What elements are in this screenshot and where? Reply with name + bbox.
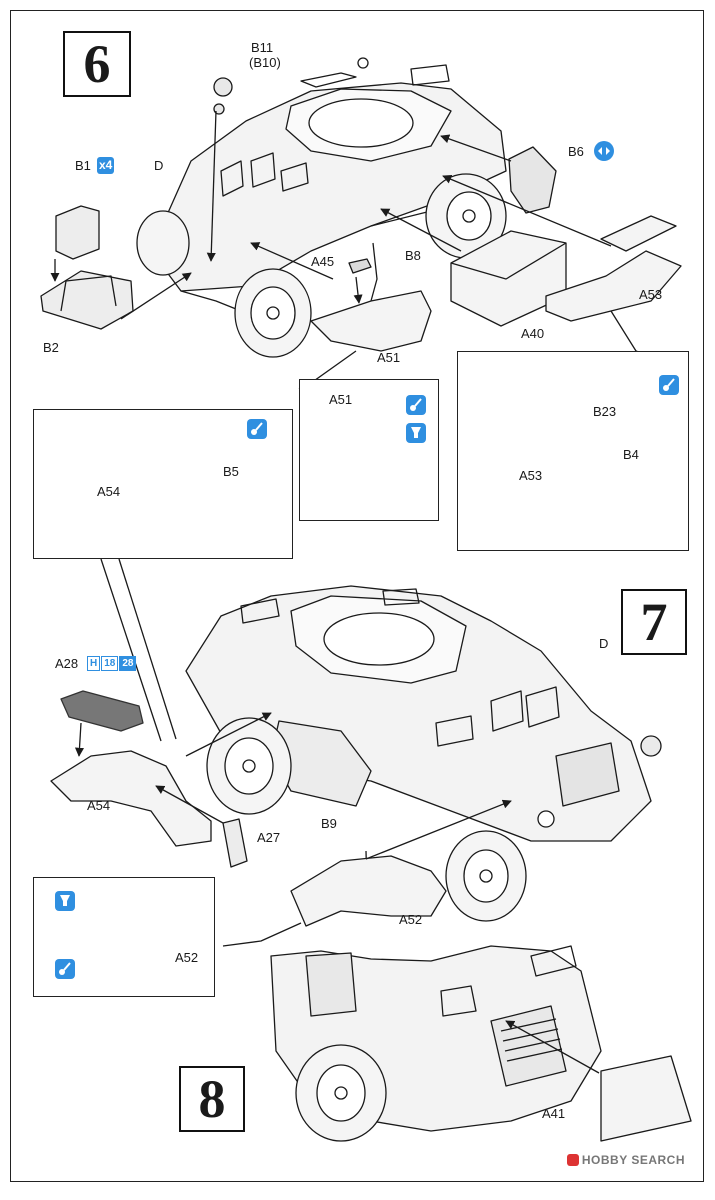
- label-b1: B1: [75, 158, 91, 173]
- label-a41: A41: [542, 1106, 566, 1121]
- label-b6: B6: [568, 144, 584, 159]
- wheels-step7: [206, 717, 527, 922]
- label-b4: B4: [623, 447, 639, 462]
- inset-a53-b23-b4: [457, 351, 689, 551]
- paint-brush-icon: [55, 959, 75, 979]
- quantity-badge-b1: x4: [97, 157, 115, 174]
- part-b6-box: [508, 146, 557, 214]
- paint-brush-icon: [659, 375, 679, 395]
- paint-number-2: 28: [119, 656, 137, 671]
- label-d-mid: D: [599, 636, 609, 651]
- label-b8: B8: [405, 248, 421, 263]
- part-a52-fender: [290, 855, 447, 927]
- glue-icon: [406, 423, 426, 443]
- paint-number-1: 18: [101, 656, 119, 671]
- label-a54-inset: A54: [97, 484, 121, 499]
- step-number-6: 6: [63, 31, 131, 97]
- step-number-7: 7: [621, 589, 687, 655]
- label-a51-main: A51: [377, 350, 401, 365]
- part-a27: [222, 818, 248, 868]
- paint-brush-icon: [247, 419, 267, 439]
- label-a45: A45: [311, 254, 335, 269]
- label-b23: B23: [593, 404, 617, 419]
- part-a54-fender: [50, 750, 212, 847]
- wheels-step6: [136, 173, 507, 358]
- watermark: HOBBY SEARCH: [566, 1153, 685, 1167]
- vehicle-hull-step6: [150, 57, 507, 312]
- hobby-search-logo-icon: [566, 1154, 579, 1166]
- label-a54-main: A54: [87, 798, 111, 813]
- wheels-step8: [295, 1044, 387, 1142]
- part-a53-fender: [545, 250, 682, 322]
- label-d-top: D: [154, 158, 164, 173]
- label-a52-inset: A52: [175, 950, 199, 965]
- label-a53-top: A53: [639, 287, 663, 302]
- vehicle-hull-step7: [185, 585, 662, 842]
- step-number-8: 8: [179, 1066, 245, 1132]
- part-b1-jerrycan: [55, 205, 100, 260]
- watermark-text: HOBBY SEARCH: [581, 1153, 685, 1167]
- label-a40: A40: [521, 326, 545, 341]
- part-a28: [60, 690, 144, 732]
- label-b9: B9: [321, 816, 337, 831]
- part-b11-light: [213, 77, 233, 97]
- label-a53-inset: A53: [519, 468, 543, 483]
- label-b10: (B10): [249, 55, 281, 70]
- label-b5: B5: [223, 464, 239, 479]
- label-a52-main: A52: [399, 912, 423, 927]
- label-b2: B2: [43, 340, 59, 355]
- label-a51-inset: A51: [329, 392, 353, 407]
- label-a27: A27: [257, 830, 281, 845]
- part-a41: [600, 1055, 692, 1142]
- label-b11: B11: [251, 40, 274, 55]
- glue-icon: [55, 891, 75, 911]
- paint-brush-icon: [406, 395, 426, 415]
- part-a51-fender: [310, 290, 432, 352]
- diamond-arrows-icon: [594, 141, 614, 161]
- instruction-page: 6 7 8 B11 (B10) B1 x4 D B6 A45 B8 A53 A4…: [10, 10, 704, 1182]
- paint-code: H: [87, 656, 101, 671]
- label-a28: A28: [55, 656, 79, 671]
- instruction-artwork: [40, 57, 692, 1142]
